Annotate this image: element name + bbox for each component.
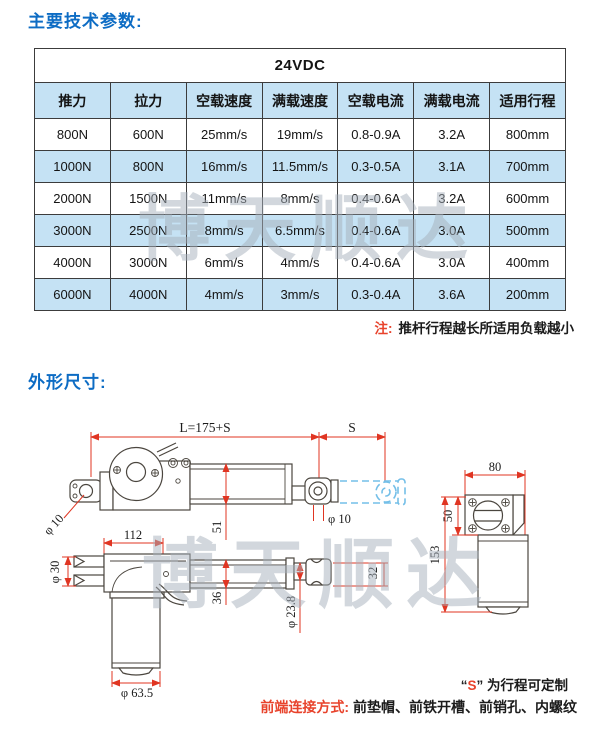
- table-cell: 3.2A: [413, 182, 491, 215]
- column-header: 空载速度: [185, 82, 263, 119]
- rear-fork: [73, 555, 105, 587]
- table-cell: 800N: [109, 150, 187, 183]
- table-cell: 6000N: [34, 278, 111, 311]
- table-cell: 600N: [109, 118, 187, 151]
- voltage-row: 24VDC: [34, 48, 566, 83]
- dim-front-pin: φ 10: [328, 512, 351, 526]
- table-cell: 25mm/s: [185, 118, 263, 151]
- extended-stroke-dashed: [340, 478, 406, 506]
- table-header-row: 推力拉力空载速度满载速度空载电流满载电流适用行程: [34, 82, 566, 119]
- table-cell: 4000N: [109, 278, 187, 311]
- table-cell: 800mm: [489, 118, 566, 151]
- column-header: 拉力: [109, 82, 187, 119]
- dim-stroke: S: [348, 420, 356, 435]
- dim-tube-dia: 51: [210, 521, 224, 534]
- note-prefix: 注:: [374, 321, 393, 336]
- table-cell: 400mm: [489, 246, 566, 279]
- table-cell: 3.2A: [413, 118, 491, 151]
- flange-screws: [468, 498, 510, 533]
- quote-open: “: [460, 678, 468, 693]
- table-cell: 11mm/s: [185, 182, 263, 215]
- page-title: 主要技术参数:: [28, 12, 143, 31]
- table-cell: 500mm: [489, 214, 566, 247]
- gearbox-screws: [113, 458, 191, 484]
- column-header: 空载电流: [337, 82, 415, 119]
- stroke-custom-note: “S” 为行程可定制: [461, 674, 568, 694]
- side-view: L=175+S S: [41, 420, 406, 540]
- connection-label: 前端连接方式:: [260, 699, 349, 715]
- table-cell: 200mm: [489, 278, 566, 311]
- table-cell: 4mm/s: [261, 246, 339, 279]
- table-cell: 2000N: [34, 182, 111, 215]
- end-view: 80 50 153: [428, 460, 529, 615]
- table-cell: 3.0A: [413, 214, 491, 247]
- table-cell: 16mm/s: [185, 150, 263, 183]
- dim-fork-dia: φ 30: [48, 561, 62, 584]
- column-header: 适用行程: [489, 82, 566, 119]
- table-cell: 6mm/s: [185, 246, 263, 279]
- table-note: 注: 推杆行程越长所适用负载越小: [375, 317, 575, 337]
- table-cell: 1500N: [109, 182, 187, 215]
- table-cell: 8mm/s: [261, 182, 339, 215]
- table-cell: 0.8-0.9A: [337, 118, 415, 151]
- dim-body-width: 36: [210, 592, 224, 605]
- front-connection-note: 前端连接方式:前垫帽、前铁开槽、前销孔、内螺纹: [260, 697, 577, 717]
- table-cell: 600mm: [489, 182, 566, 215]
- table-cell: 6.5mm/s: [261, 214, 339, 247]
- voltage-header: 24VDC: [34, 48, 566, 83]
- table-cell: 0.4-0.6A: [337, 214, 415, 247]
- table-cell: 2500N: [109, 214, 187, 247]
- dim-end-width: 32: [366, 567, 380, 580]
- stroke-note-text: 为行程可定制: [483, 678, 568, 693]
- table-cell: 8mm/s: [185, 214, 263, 247]
- table-cell: 19mm/s: [261, 118, 339, 151]
- table-cell: 700mm: [489, 150, 566, 183]
- table-cell: 3.1A: [413, 150, 491, 183]
- table-cell: 0.3-0.4A: [337, 278, 415, 311]
- table-cell: 3mm/s: [261, 278, 339, 311]
- dim-motor-dia: φ 63.5: [121, 686, 153, 700]
- table-cell: 3000N: [109, 246, 187, 279]
- connection-options: 前垫帽、前铁开槽、前销孔、内螺纹: [353, 699, 577, 715]
- dim-length: L=175+S: [179, 420, 230, 435]
- dim-rod-dia: φ 23.8: [284, 596, 298, 628]
- quote-close: ”: [476, 678, 484, 693]
- top-view: 112 φ 30: [48, 528, 388, 700]
- table-cell: 0.4-0.6A: [337, 182, 415, 215]
- note-text: 推杆行程越长所适用负载越小: [398, 321, 575, 336]
- section-title-dimensions: 外形尺寸:: [28, 373, 107, 392]
- table-cell: 1000N: [34, 150, 111, 183]
- table-cell: 800N: [34, 118, 111, 151]
- dim-housing-length: 112: [124, 528, 142, 542]
- dim-total-height: 153: [428, 546, 442, 565]
- table-cell: 3.6A: [413, 278, 491, 311]
- table-cell: 0.3-0.5A: [337, 150, 415, 183]
- table-cell: 4000N: [34, 246, 111, 279]
- table-cell: 3.0A: [413, 246, 491, 279]
- table-cell: 4mm/s: [185, 278, 263, 311]
- dim-flange-width: 80: [489, 460, 502, 474]
- table-cell: 11.5mm/s: [261, 150, 339, 183]
- column-header: 满载电流: [413, 82, 491, 119]
- table-cell: 0.4-0.6A: [337, 246, 415, 279]
- dimension-drawing: L=175+S S: [41, 420, 529, 700]
- column-header: 推力: [34, 82, 111, 119]
- dim-rear-pin: φ 10: [41, 511, 67, 537]
- table-cell: 3000N: [34, 214, 111, 247]
- stroke-symbol: S: [467, 678, 477, 693]
- column-header: 满载速度: [261, 82, 339, 119]
- dim-flange-height: 50: [441, 510, 455, 523]
